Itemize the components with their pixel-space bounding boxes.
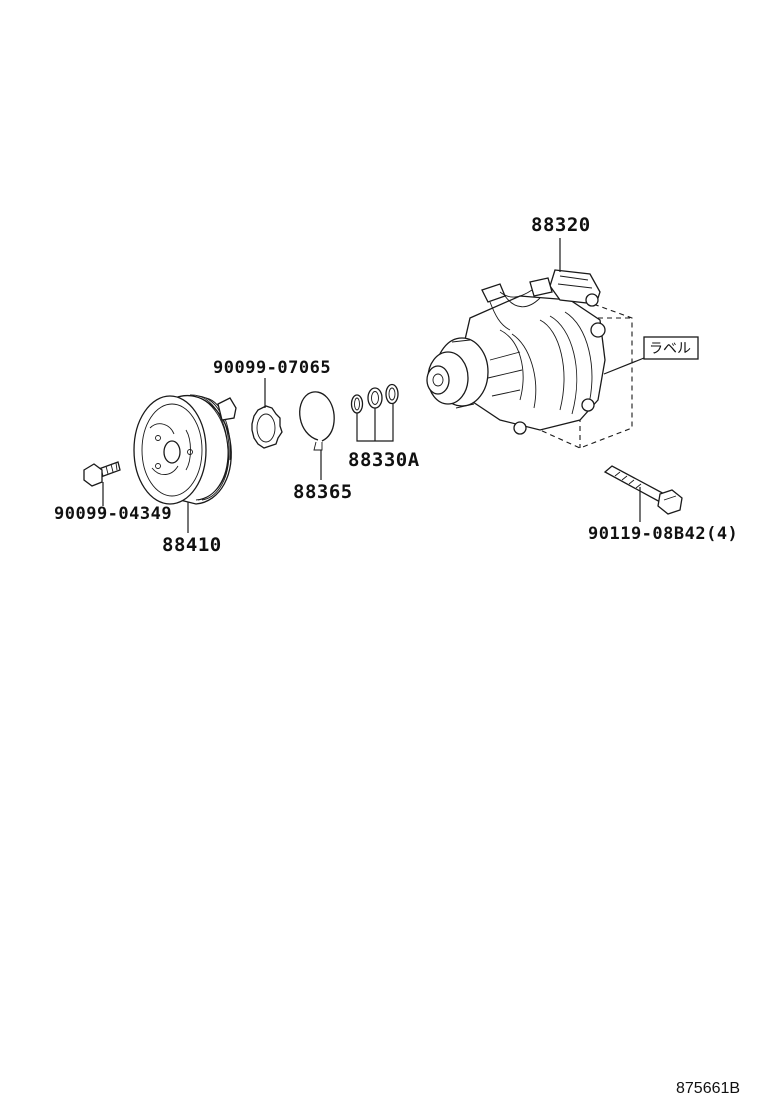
long-bolt-illustration bbox=[603, 465, 683, 515]
part-label-snap-ring: 88365 bbox=[293, 481, 353, 503]
pulley-illustration bbox=[133, 394, 237, 505]
small-bolt-illustration bbox=[83, 461, 121, 487]
leader-label-tag bbox=[603, 357, 645, 375]
part-label-small-bolt: 90099-04349 bbox=[54, 504, 172, 524]
part-label-compressor: 88320 bbox=[531, 214, 591, 236]
leader-o-rings bbox=[356, 404, 394, 442]
label-tag-box bbox=[643, 336, 699, 360]
label-tag-text: ラベル bbox=[649, 341, 691, 357]
compressor-illustration bbox=[426, 269, 633, 449]
shim-illustration bbox=[251, 405, 283, 449]
diagram-reference-code: 875661B bbox=[676, 1080, 740, 1097]
part-label-long-bolt: 90119-08B42(4) bbox=[588, 524, 738, 544]
part-label-pulley: 88410 bbox=[162, 534, 222, 556]
snap-ring-illustration bbox=[299, 391, 335, 451]
part-label-o-rings: 88330A bbox=[348, 449, 420, 471]
part-label-shim: 90099-07065 bbox=[213, 358, 331, 378]
